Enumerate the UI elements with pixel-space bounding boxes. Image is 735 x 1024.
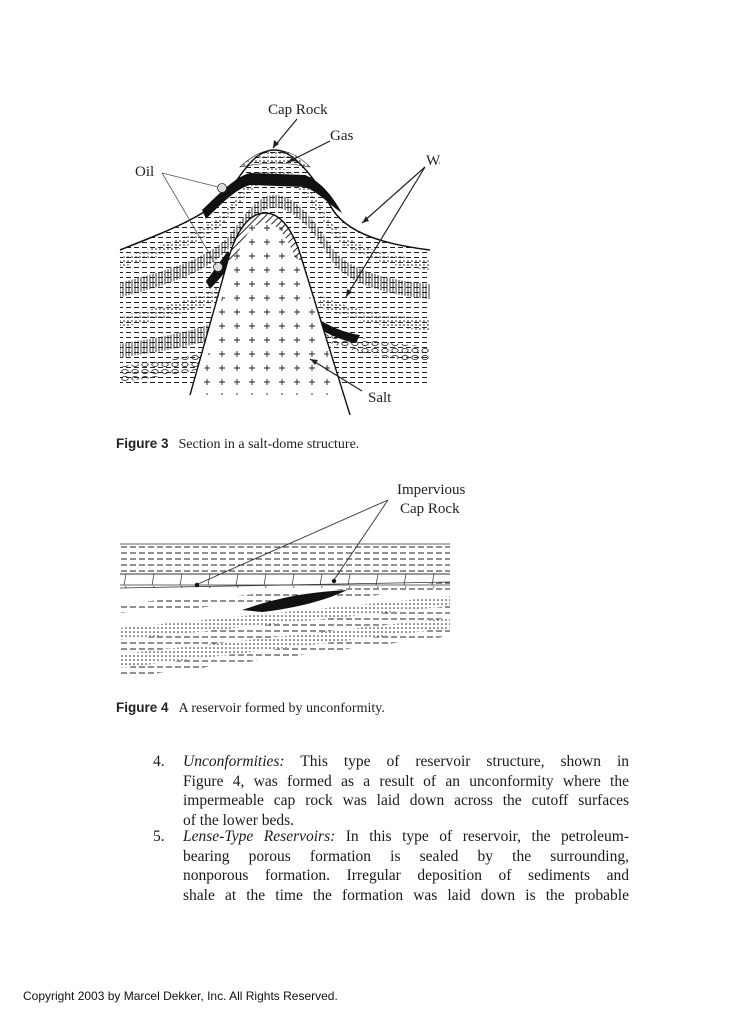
- text-line: Figure 4, was formed as a result of an u…: [183, 772, 629, 790]
- oil-marker: [213, 262, 223, 272]
- oil-band-top: [202, 173, 342, 219]
- text-line: of the lower beds.: [183, 811, 295, 829]
- salt-dome-svg: Cap Rock Gas Water Oil Salt: [119, 102, 440, 415]
- oil-band-right: [312, 317, 360, 343]
- text-line: nonporous formation. Irregular depositio…: [183, 867, 629, 884]
- list-item-lense-type: 5. Lense-Type Reservoirs: In this type o…: [153, 827, 629, 905]
- inclined-bed-sand: [120, 596, 450, 640]
- label-cap-rock: Cap Rock: [268, 102, 328, 118]
- term-unconformities: Unconformities:: [183, 753, 285, 770]
- unconformity-svg: Impervious Cap Rock: [119, 482, 465, 678]
- inclined-bed-sand: [120, 618, 450, 668]
- text-line: shale at the time the formation was laid…: [183, 886, 629, 904]
- text-line: bearing porous formation is sealed by th…: [183, 847, 629, 865]
- inclined-bed: [120, 606, 450, 654]
- figure-3-caption: Figure 3 Section in a salt-dome structure…: [116, 436, 359, 453]
- copyright-footer: Copyright 2003 by Marcel Dekker, Inc. Al…: [23, 989, 338, 1003]
- water-leader: [361, 166, 426, 224]
- figure-4-unconformity-diagram: Impervious Cap Rock: [112, 478, 482, 683]
- list-item-number: 4.: [153, 753, 165, 770]
- gas-leader: [287, 140, 331, 163]
- label-cap-rock-4: Cap Rock: [400, 501, 460, 517]
- figure-3-caption-text: Section in a salt-dome structure.: [178, 437, 360, 452]
- salt-plus-fill: [198, 219, 342, 395]
- label-oil: Oil: [135, 164, 154, 180]
- salt-cap-rock-hatch: [228, 213, 302, 260]
- term-lense-type: Lense-Type Reservoirs:: [183, 828, 336, 845]
- dome-outline: [119, 149, 431, 251]
- cap-rock-layer: [120, 544, 450, 574]
- figure-4-caption-text: A reservoir formed by unconformity.: [178, 701, 385, 716]
- label-salt: Salt: [368, 390, 392, 406]
- reservoir-point: [331, 578, 337, 584]
- figure-4-caption: Figure 4 A reservoir formed by unconformi…: [116, 700, 385, 717]
- oil-leader: [161, 172, 217, 266]
- text-line: In this type of reservoir, the petroleum…: [335, 828, 629, 845]
- porous-layer: [120, 574, 450, 588]
- text-line: impermeable cap rock was laid down acros…: [183, 792, 629, 809]
- oil-marker: [217, 183, 227, 193]
- impervious-leader: [333, 499, 389, 581]
- impervious-leader: [197, 499, 389, 585]
- label-water: Water: [426, 153, 440, 169]
- water-leader: [345, 166, 426, 298]
- inclined-bed: [120, 582, 450, 613]
- figure-3-salt-dome-diagram: Cap Rock Gas Water Oil Salt: [110, 95, 440, 415]
- text-line: This type of reservoir structure, shown …: [284, 753, 629, 770]
- label-gas: Gas: [330, 128, 353, 144]
- figure-3-number: Figure 3: [116, 436, 169, 451]
- list-item-unconformities: 4. Unconformities: This type of reservoi…: [153, 752, 629, 830]
- salt-outline: [189, 212, 351, 415]
- salt-leader: [309, 358, 363, 392]
- oil-leader: [161, 172, 219, 188]
- oil-lens: [242, 590, 347, 612]
- label-impervious: Impervious: [397, 482, 465, 498]
- figure-4-number: Figure 4: [116, 700, 169, 715]
- list-item-number: 5.: [153, 828, 165, 845]
- inclined-bed: [120, 628, 450, 678]
